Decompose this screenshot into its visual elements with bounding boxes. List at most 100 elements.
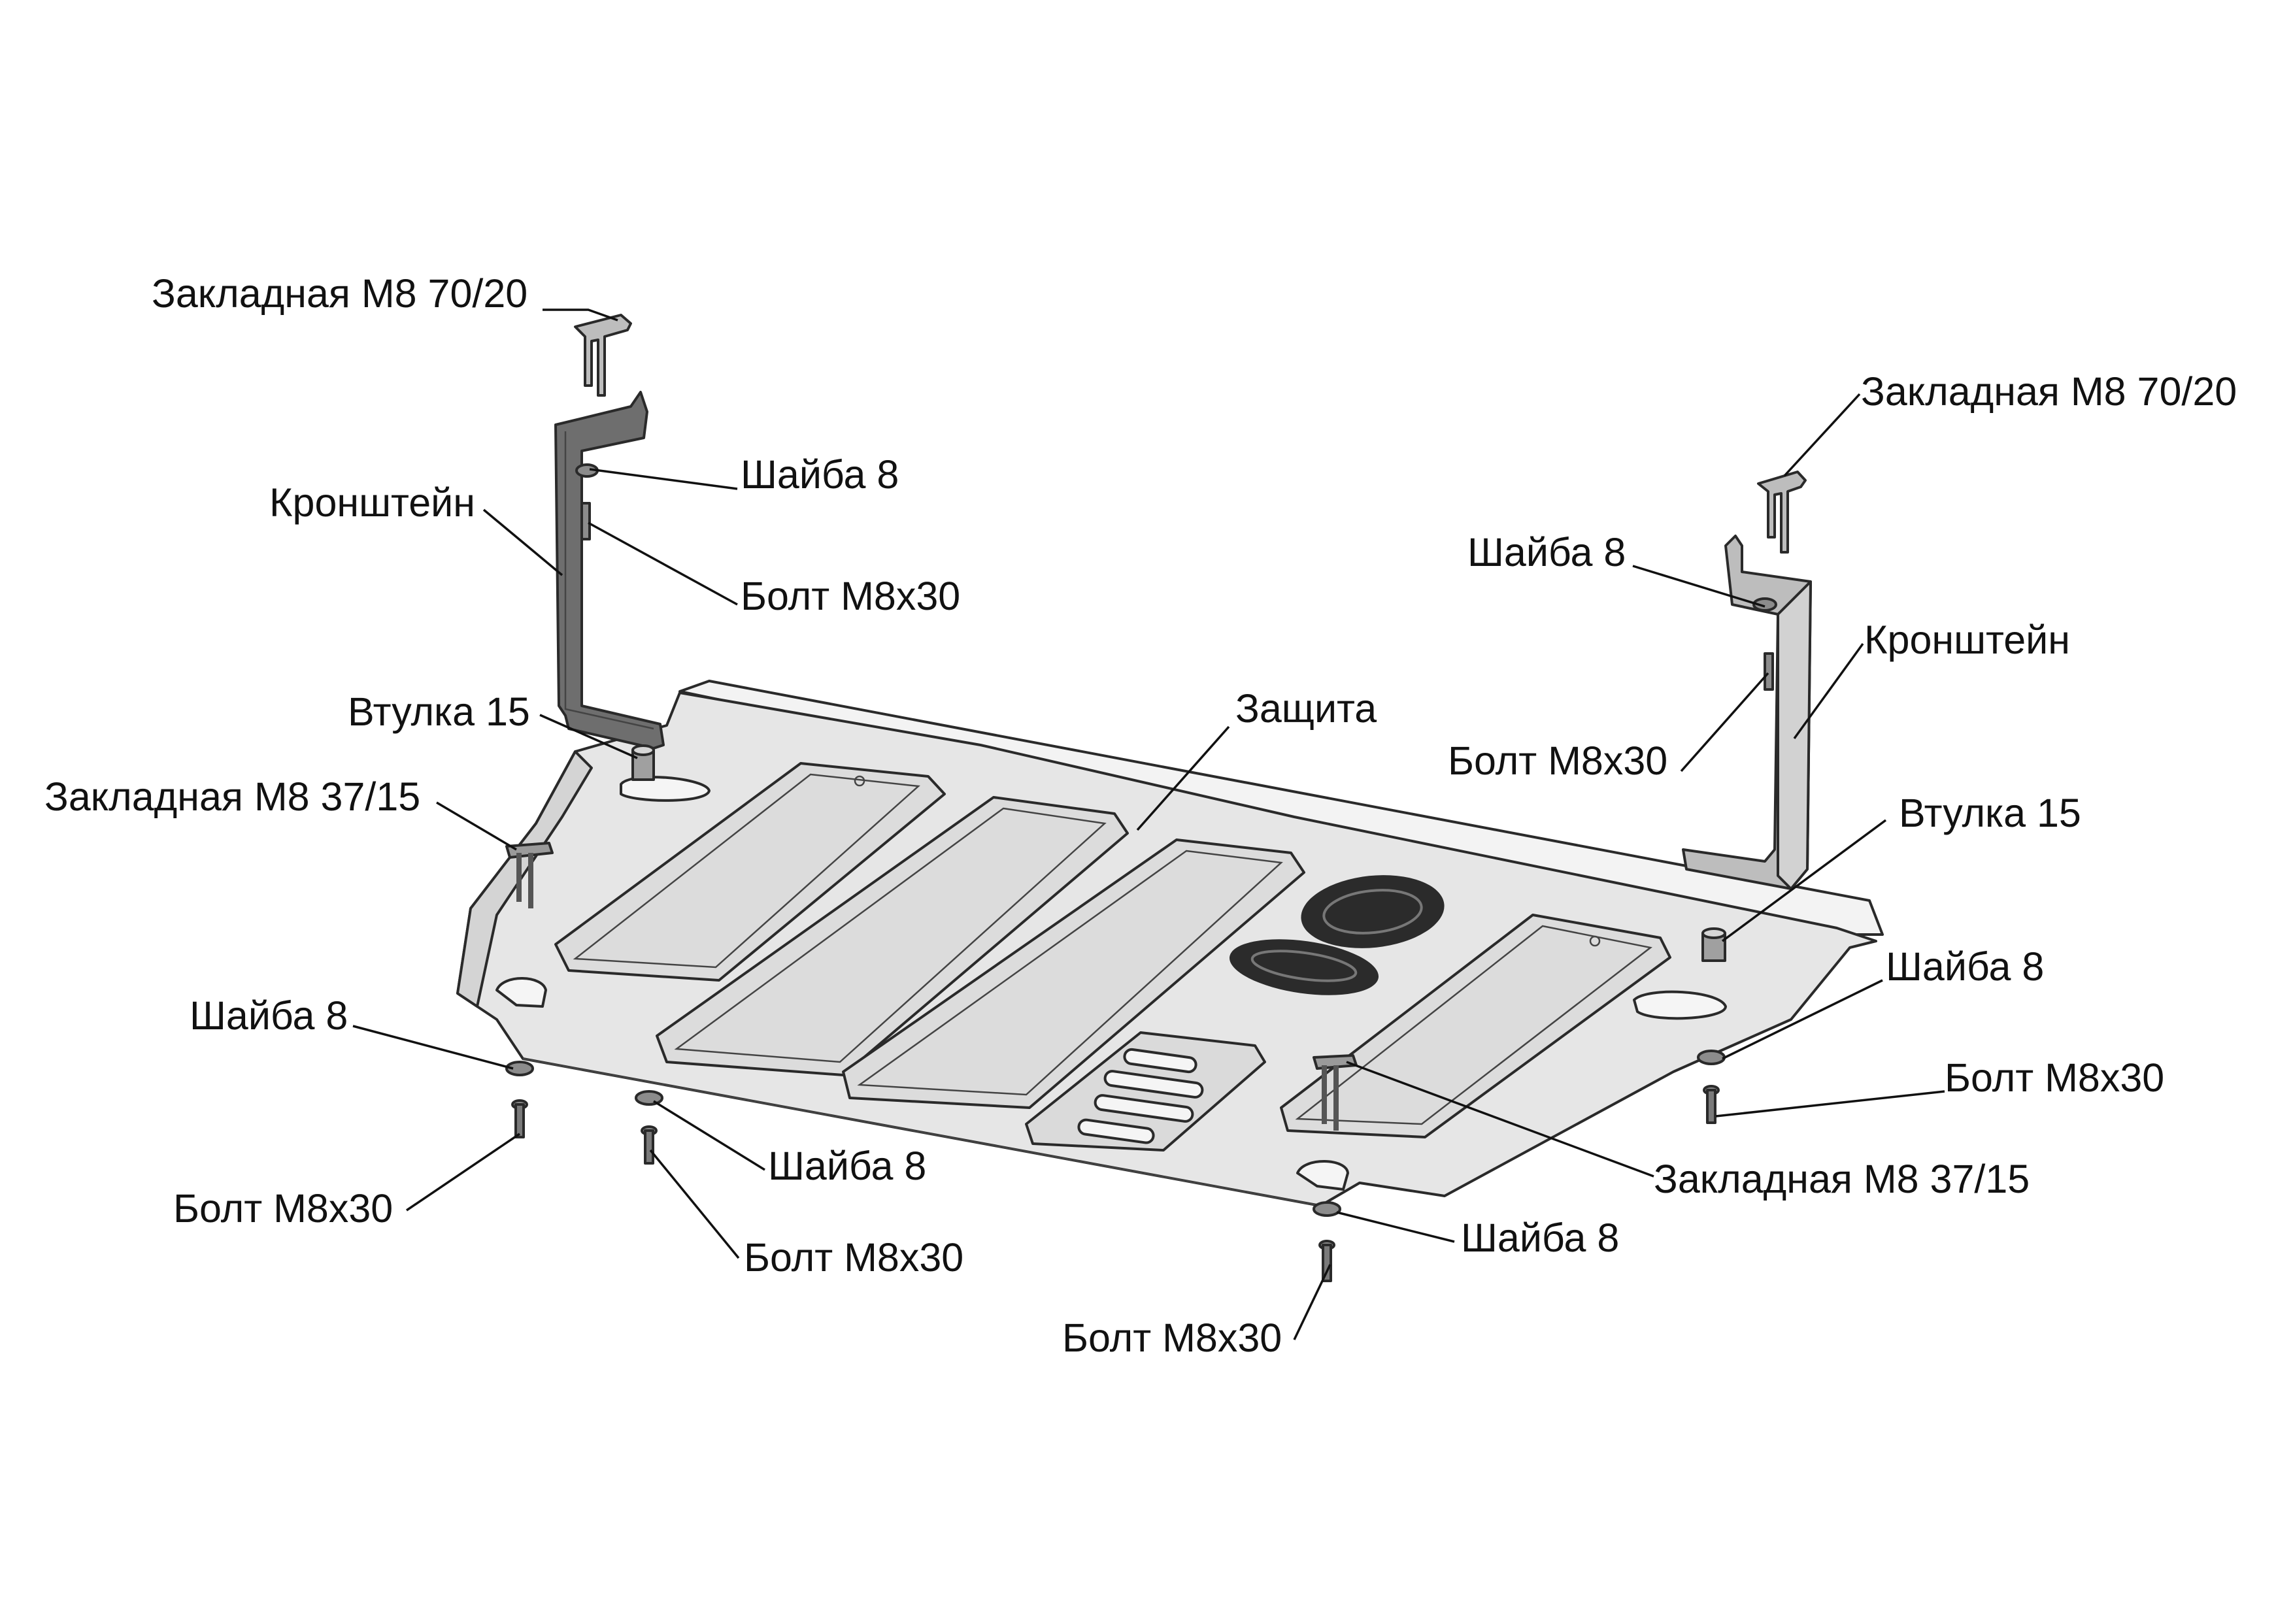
leader-right-bolt	[1680, 672, 1769, 772]
label-right-washer-bottom: Шайба 8	[1886, 944, 2044, 989]
plate-ribs	[554, 762, 1671, 1138]
leader-left-bolt-bottom	[406, 1133, 520, 1212]
louvre-slot-2	[1103, 1070, 1204, 1099]
washer-bolt-center-left	[635, 1090, 663, 1165]
leader-center-left-washer	[653, 1100, 765, 1171]
louvre-slot-4	[1077, 1118, 1155, 1144]
label-left-bolt: Болт М8х30	[741, 574, 960, 618]
leader-center-left-bolt	[649, 1149, 740, 1259]
left-bushing-top	[631, 744, 655, 756]
label-right-washer: Шайба 8	[1467, 530, 1626, 574]
label-zashchita: Защита	[1235, 686, 1377, 731]
rib-panel-1-inner	[573, 773, 920, 969]
leader-right-washer-bottom	[1722, 979, 1883, 1060]
leader-left-kronshtein	[482, 508, 563, 576]
rib-panel-4-inner	[1295, 925, 1652, 1125]
leader-top-left-insert	[543, 308, 618, 322]
left-insert-37-15	[505, 842, 554, 908]
label-center-left-washer: Шайба 8	[768, 1144, 926, 1188]
bolt-shank-center	[1322, 1244, 1332, 1282]
label-left-kronshtein: Кронштейн	[269, 480, 475, 525]
leader-left-bolt	[588, 522, 738, 606]
slot-right	[1633, 990, 1727, 1020]
label-left-washer-bottom: Шайба 8	[190, 993, 348, 1038]
right-bracket-bolt	[1764, 652, 1774, 691]
loose-hardware	[505, 1050, 1726, 1282]
right-bushing-top	[1701, 927, 1726, 939]
label-center-insert-37-15: Закладная М8 37/15	[1654, 1157, 2030, 1201]
leader-center-washer	[1336, 1211, 1455, 1243]
leader-right-washer	[1632, 565, 1766, 608]
slot-left-front	[495, 977, 547, 1008]
drain-plug-lower-rim	[1250, 950, 1358, 982]
rib-panel-4	[1280, 914, 1671, 1138]
louvre-slot-1	[1123, 1048, 1197, 1074]
mounting-slots	[495, 775, 1727, 1191]
leader-right-bolt-bottom	[1715, 1090, 1945, 1118]
leader-right-top-insert	[1783, 393, 1861, 477]
left-bracket-edge	[564, 431, 654, 730]
washer-bolt-right	[1697, 1050, 1726, 1124]
leader-center-37-15	[1346, 1061, 1654, 1178]
slot-center-front	[1296, 1160, 1349, 1191]
leader-left-vtulka	[539, 714, 638, 759]
rib-panel-2-inner	[674, 807, 1107, 1063]
leader-lines	[352, 308, 1945, 1340]
label-right-kronshtein: Кронштейн	[1864, 618, 2070, 662]
label-right-bolt-bottom: Болт М8х30	[1945, 1055, 2164, 1100]
rivet-hole-2	[1589, 935, 1601, 947]
washer-right	[1697, 1050, 1726, 1065]
rib-panel-1	[554, 762, 946, 982]
label-left-bolt-bottom: Болт М8х30	[173, 1186, 393, 1231]
rivet-hole-1	[854, 775, 865, 787]
right-bracket-washer	[1752, 597, 1777, 612]
washer-center	[1313, 1201, 1341, 1217]
label-left-washer: Шайба 8	[741, 452, 899, 497]
right-bracket-assembly	[1682, 471, 1812, 962]
label-center-left-bolt: Болт М8х30	[744, 1235, 963, 1280]
bolt-shank-left	[514, 1103, 525, 1138]
drain-plugs	[1229, 875, 1445, 995]
washer-bolt-left	[505, 1061, 534, 1138]
label-left-vtulka: Втулка 15	[348, 689, 530, 734]
washer-bolt-center	[1313, 1201, 1341, 1282]
leader-left-washer-bottom	[352, 1025, 514, 1070]
part-labels: Закладная М8 70/20 Шайба 8 Кронштейн Бол…	[44, 271, 2237, 1360]
louvre-slot-3	[1094, 1094, 1194, 1123]
leader-zashchita	[1136, 725, 1230, 831]
left-bushing-15	[631, 744, 655, 781]
right-top-insert	[1757, 471, 1807, 554]
right-bushing-15	[1701, 927, 1726, 962]
leader-right-kronshtein	[1793, 642, 1864, 740]
rib-panel-3	[842, 838, 1305, 1109]
label-center-bolt: Болт М8х30	[1062, 1316, 1282, 1360]
left-insert-37-15-stud-b	[528, 853, 533, 908]
leader-left-37-15	[436, 801, 517, 851]
label-top-left-insert: Закладная М8 70/20	[152, 271, 527, 316]
plate-louvres	[1025, 1031, 1266, 1152]
washer-center-left	[635, 1090, 663, 1106]
left-bracket	[554, 391, 665, 750]
label-center-washer: Шайба 8	[1461, 1216, 1619, 1260]
left-bracket-assembly	[554, 314, 665, 781]
plate-front-lip	[522, 1057, 1321, 1207]
bolt-shank-right	[1706, 1089, 1716, 1124]
left-top-insert	[574, 314, 632, 397]
rib-panel-3-inner	[857, 850, 1283, 1096]
center-insert-37-15-stud-b	[1333, 1065, 1339, 1131]
center-insert-37-15	[1313, 1054, 1358, 1131]
washer-left	[505, 1061, 534, 1076]
label-left-insert-37-15: Закладная М8 37/15	[44, 774, 420, 819]
center-insert-37-15-stud-a	[1322, 1065, 1327, 1124]
protection-plate	[456, 680, 1884, 1207]
leader-left-washer	[589, 468, 738, 490]
label-right-top-insert: Закладная М8 70/20	[1861, 369, 2237, 414]
label-right-bolt: Болт М8х30	[1448, 738, 1667, 783]
left-bracket-bolt	[580, 502, 591, 540]
label-right-vtulka: Втулка 15	[1899, 791, 2081, 835]
leader-center-bolt	[1293, 1264, 1331, 1340]
bolt-shank-center-left	[644, 1129, 654, 1165]
right-bracket-front-face	[1777, 580, 1812, 890]
